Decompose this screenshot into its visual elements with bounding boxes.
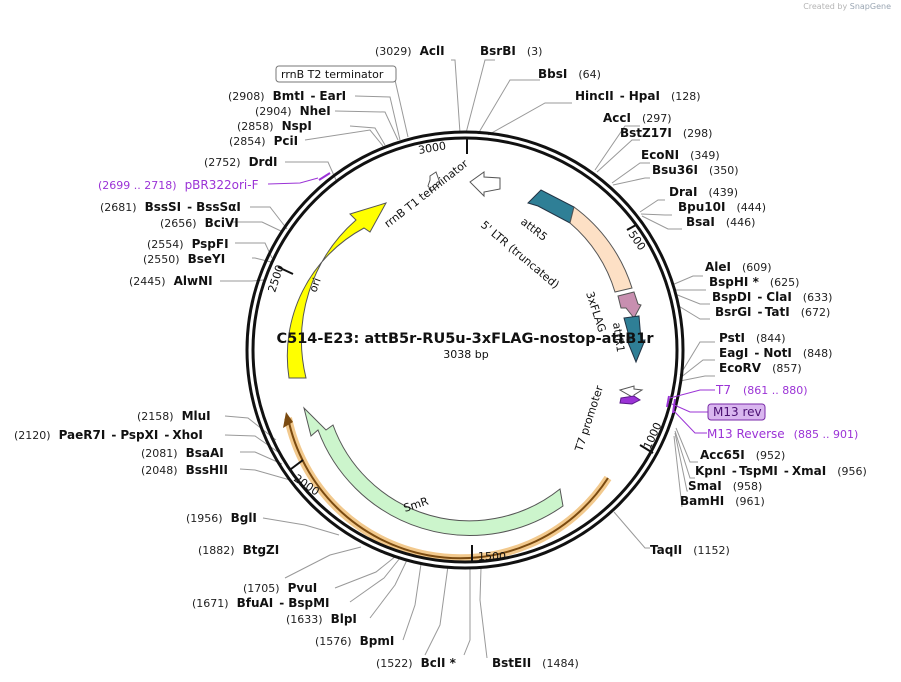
enzyme-pcii[interactable]: (2854)PciI: [229, 134, 298, 148]
enzyme-drai[interactable]: DraI(439): [669, 185, 738, 199]
enzyme-bamhi[interactable]: BamHI(961): [680, 494, 765, 508]
enzyme-acci[interactable]: AccI(297): [603, 111, 672, 125]
rrnb-t1-label: rrnB T1 terminator: [382, 157, 471, 231]
attribution: Created by SnapGene: [803, 2, 891, 11]
attribution-text: Created by: [803, 2, 848, 11]
t7-primer-mark: [619, 395, 641, 405]
enzyme-mlui[interactable]: (2158)MluI: [137, 409, 211, 423]
smr-highlight-line: [287, 417, 609, 560]
attr5-feature[interactable]: [527, 189, 575, 224]
enzyme-drdi[interactable]: (2752)DrdI: [204, 155, 278, 169]
rrnb-t2-label: rrnB T2 terminator: [281, 68, 384, 81]
pbr322-primer[interactable]: (2699 .. 2718)pBR322ori-F: [98, 178, 259, 192]
m13-reverse-primer[interactable]: M13 Reverse(885 .. 901): [707, 427, 858, 441]
enzyme-bsaai[interactable]: (2081)BsaAI: [141, 446, 224, 460]
rrnb-t2-arrow[interactable]: [427, 171, 441, 192]
t7-primer[interactable]: T7(861 .. 880): [715, 383, 808, 397]
tick-3000: 3000: [417, 139, 447, 157]
plasmid-size: 3038 bp: [443, 348, 488, 361]
enzyme-alei[interactable]: AleI(609): [705, 260, 772, 274]
tick-marks: [277, 138, 654, 562]
smr-highlight-arrowhead: [283, 412, 293, 428]
enzyme-paer7i[interactable]: (2120)PaeR7I-PspXI-XhoI: [14, 428, 203, 442]
enzyme-hincii[interactable]: HincII-HpaI(128): [575, 89, 701, 103]
enzyme-bsu36i[interactable]: Bsu36I(350): [652, 163, 739, 177]
attr1-feature[interactable]: [623, 315, 646, 364]
enzyme-bcli[interactable]: (1522)BclI *: [376, 656, 457, 670]
enzyme-bsshii[interactable]: (2048)BssHII: [141, 463, 228, 477]
enzyme-bspdi[interactable]: BspDI-ClaI(633): [712, 290, 832, 304]
snapgene-logo: SnapGene: [849, 2, 891, 11]
enzyme-pvui[interactable]: (1705)PvuI: [243, 581, 317, 595]
ori-feature[interactable]: [286, 202, 388, 379]
flag-feature[interactable]: [617, 291, 642, 319]
enzyme-btgzi[interactable]: (1882)BtgZI: [198, 543, 279, 557]
enzyme-bsteii[interactable]: BstEII(1484): [492, 656, 579, 670]
tick-1500: 1500: [478, 550, 506, 563]
enzyme-bfuai[interactable]: (1671)BfuAI-BspMI: [192, 596, 330, 610]
enzyme-kpni[interactable]: KpnI-TspMI-XmaI(956): [695, 464, 867, 478]
smr-feature[interactable]: [303, 406, 564, 536]
enzyme-nspi[interactable]: (2858)NspI: [237, 119, 312, 133]
ltr-feature[interactable]: [569, 206, 633, 293]
enzyme-eagi[interactable]: EagI-NotI(848): [719, 346, 832, 360]
enzyme-bsrgi[interactable]: BsrGI-TatI(672): [715, 305, 830, 319]
enzyme-econi[interactable]: EcoNI(349): [641, 148, 720, 162]
backbone-inner: [251, 136, 679, 564]
rrnb-t2-box: [275, 65, 397, 83]
primer-leader-lines: [267, 177, 715, 434]
enzyme-bsai[interactable]: BsaI(446): [686, 215, 755, 229]
enzyme-nhei[interactable]: (2904)NheI: [255, 104, 331, 118]
tick-500: 500: [626, 228, 649, 253]
enzyme-bsssi[interactable]: (2681)BssSI-BssSαI: [100, 200, 241, 214]
enzyme-bstz17i[interactable]: BstZ17I(298): [620, 126, 712, 140]
enzyme-bbsi[interactable]: BbsI(64): [538, 67, 601, 81]
enzyme-alwni[interactable]: (2445)AlwNI: [129, 274, 213, 288]
attr1-label: attR1: [610, 322, 627, 354]
enzyme-ecorv[interactable]: EcoRV(857): [719, 361, 802, 375]
enzyme-bsrbi[interactable]: BsrBI(3): [480, 44, 542, 58]
plasmid-title: C514-E23: attB5r-RU5u-3xFLAG-nostop-attB…: [276, 331, 654, 347]
enzyme-acli[interactable]: (3029)AclI: [375, 44, 445, 58]
enzyme-pspfi[interactable]: (2554)PspFI: [147, 237, 229, 251]
enzyme-bgli[interactable]: (1956)BglI: [186, 511, 257, 525]
enzyme-acc65i[interactable]: Acc65I(952): [700, 448, 785, 462]
enzyme-bpmi[interactable]: (1576)BpmI: [315, 634, 394, 648]
ltr-label: 5' LTR (truncated): [478, 218, 562, 291]
enzyme-blpi[interactable]: (1633)BlpI: [286, 612, 357, 626]
ori-label: ori: [307, 276, 324, 294]
attr5-label: attR5: [518, 215, 550, 244]
t7-promoter-label: T7 promoter: [572, 384, 606, 454]
enzyme-bcivi[interactable]: (2656)BciVI: [160, 216, 239, 230]
m13-rev-primer[interactable]: M13 rev: [713, 405, 762, 419]
m13-rev-box: [707, 403, 766, 421]
enzyme-smai[interactable]: SmaI(958): [688, 479, 762, 493]
enzyme-taqii[interactable]: TaqII(1152): [650, 543, 730, 557]
enzyme-bseyi[interactable]: (2550)BseYI: [143, 252, 225, 266]
flag-label: 3xFLAG: [583, 290, 608, 334]
enzyme-psti[interactable]: PstI(844): [719, 331, 786, 345]
backbone-outer: [245, 130, 685, 570]
enzyme-bmti[interactable]: (2908)BmtI-EarI: [228, 89, 346, 103]
enzyme-bsphi[interactable]: BspHI *(625): [709, 275, 799, 289]
rrnb-t1-arrow[interactable]: [469, 171, 501, 198]
enzyme-bpu10i[interactable]: Bpu10I(444): [678, 200, 766, 214]
